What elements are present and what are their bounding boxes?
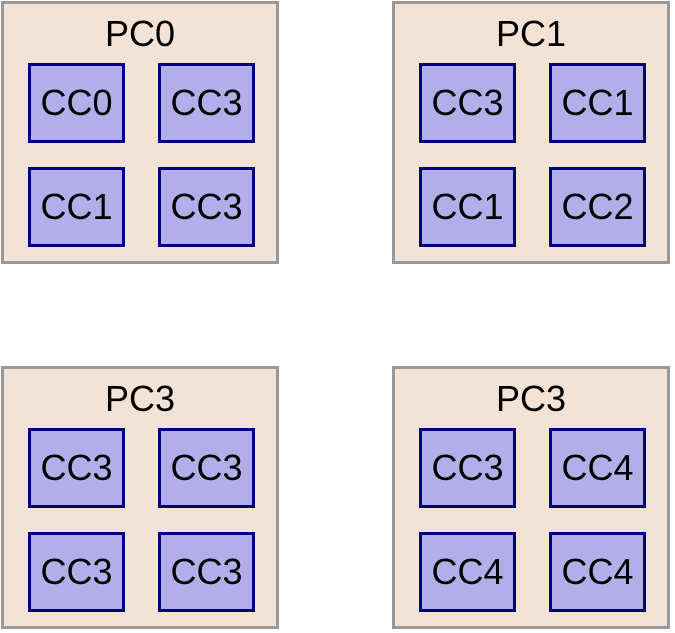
pc-title: PC3 xyxy=(104,378,176,419)
pc-box-1: PC1 CC3 CC1 CC1 CC2 xyxy=(392,1,670,264)
cc-box: CC3 xyxy=(28,428,125,508)
cc-box: CC3 xyxy=(419,428,516,508)
cc-box: CC3 xyxy=(158,167,255,247)
cc-box: CC1 xyxy=(28,167,125,247)
pc-title: PC3 xyxy=(495,378,567,419)
cc-box: CC2 xyxy=(549,167,646,247)
pc-box-2: PC3 CC3 CC3 CC3 CC3 xyxy=(1,366,279,629)
pc-box-0: PC0 CC0 CC3 CC1 CC3 xyxy=(1,1,279,264)
pc-box-3: PC3 CC3 CC4 CC4 CC4 xyxy=(392,366,670,629)
cc-box: CC3 xyxy=(419,63,516,143)
cc-box: CC3 xyxy=(28,532,125,612)
cc-box: CC1 xyxy=(419,167,516,247)
pc-title: PC0 xyxy=(104,13,176,54)
cc-box: CC1 xyxy=(549,63,646,143)
cc-box: CC0 xyxy=(28,63,125,143)
cc-box: CC3 xyxy=(158,63,255,143)
cc-box: CC4 xyxy=(419,532,516,612)
cc-box: CC4 xyxy=(549,532,646,612)
cc-box: CC3 xyxy=(158,428,255,508)
cc-box: CC3 xyxy=(158,532,255,612)
cc-box: CC4 xyxy=(549,428,646,508)
pc-title: PC1 xyxy=(495,13,567,54)
